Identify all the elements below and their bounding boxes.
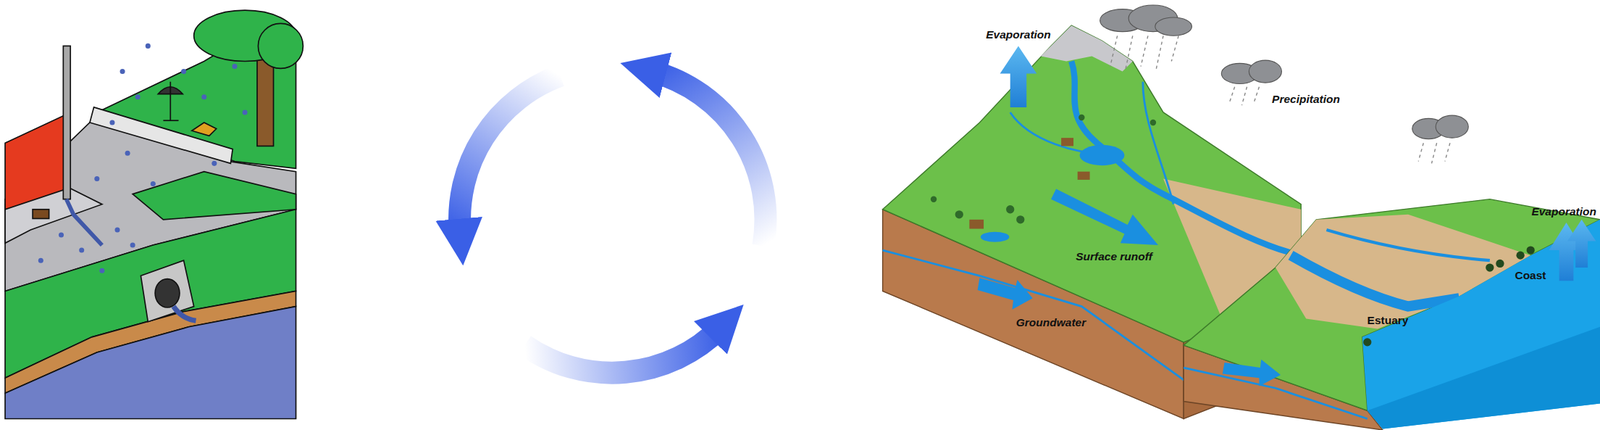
diagram-label: Coast (1514, 268, 1546, 282)
rain-clouds (1100, 5, 1469, 163)
watershed-block (882, 25, 1600, 430)
diagram-label: Surface runoff (1075, 249, 1153, 263)
diagram-label: Evaporation (1531, 204, 1597, 219)
flow-arrows (977, 45, 1597, 386)
street-scene (5, 10, 303, 418)
diagram-label: Groundwater (1016, 315, 1086, 329)
cycle-arrows (459, 71, 766, 374)
diagram-label: Precipitation (1271, 92, 1340, 106)
rain-drops (38, 43, 248, 274)
diagram-label: Evaporation (985, 28, 1051, 42)
diagram-label: Estuary (1367, 313, 1409, 327)
